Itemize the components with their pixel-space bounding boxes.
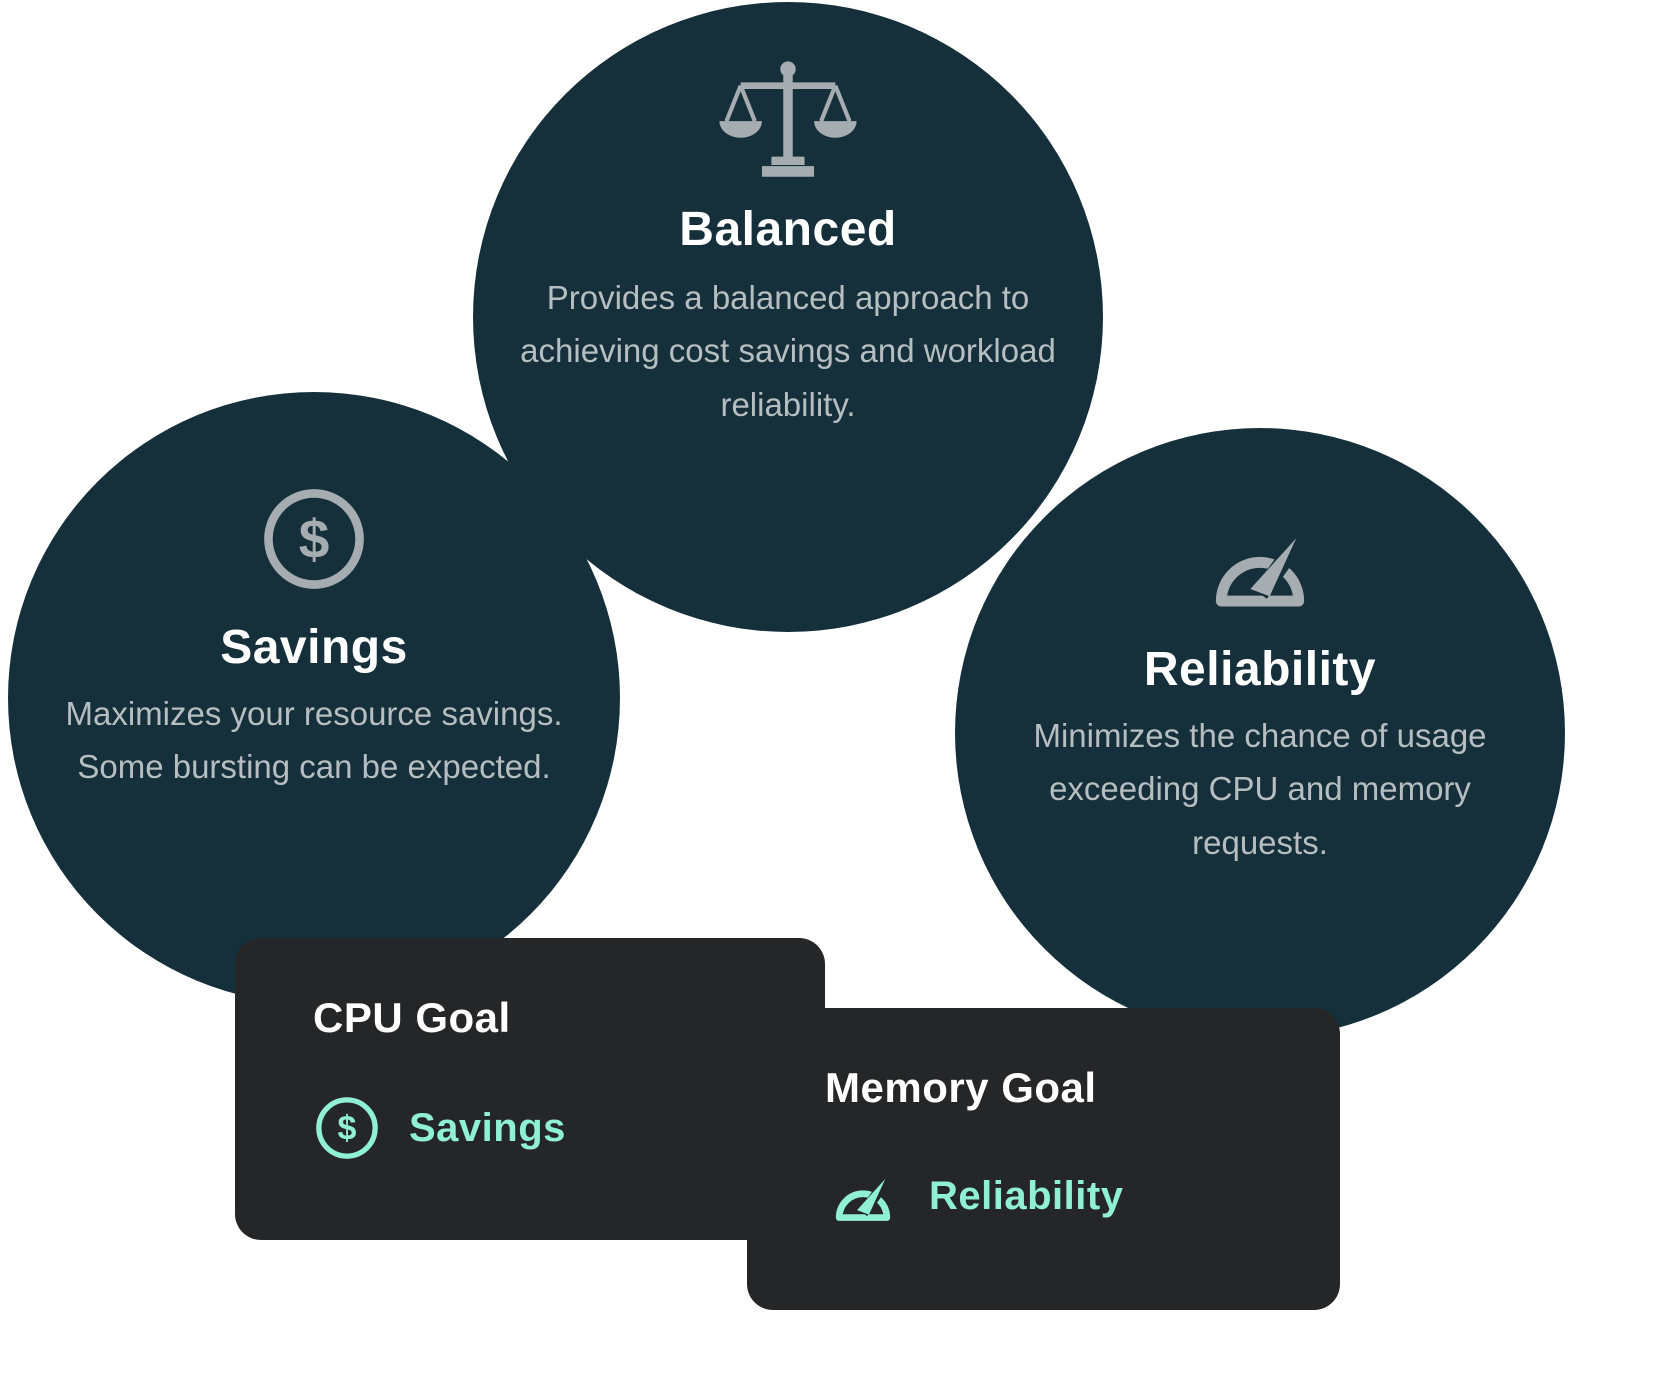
savings-title: Savings (220, 621, 408, 674)
memory-goal-title: Memory Goal (825, 1064, 1097, 1111)
reliability-title: Reliability (1143, 643, 1377, 696)
svg-text:$: $ (338, 1110, 357, 1148)
gauge-icon (825, 1164, 901, 1228)
dollar-icon: $ (259, 484, 369, 594)
balanced-title: Balanced (679, 203, 897, 256)
gauge-icon (1199, 514, 1321, 618)
memory-goal-value-row: Reliability (825, 1164, 1300, 1228)
cpu-goal-card: CPU Goal $ Savings (235, 938, 825, 1240)
memory-goal-card: Memory Goal Reliability (747, 1008, 1340, 1310)
scale-icon (717, 54, 859, 186)
savings-option-circle: $ Savings Maximizes your resource saving… (8, 392, 620, 1004)
balanced-description: Provides a balanced approach to achievin… (520, 279, 1056, 423)
cpu-goal-value: Savings (409, 1105, 566, 1150)
balanced-option-circle: Balanced Provides a balanced approach to… (473, 2, 1103, 632)
cpu-goal-value-row: $ Savings (313, 1094, 785, 1162)
memory-goal-value: Reliability (929, 1173, 1124, 1218)
reliability-description: Minimizes the chance of usage exceeding … (1033, 717, 1487, 861)
svg-text:$: $ (299, 508, 330, 570)
savings-description: Maximizes your resource savings. Some bu… (65, 695, 563, 786)
cpu-goal-title: CPU Goal (313, 994, 511, 1041)
reliability-option-circle: Reliability Minimizes the chance of usag… (955, 428, 1565, 1038)
dollar-icon: $ (313, 1094, 381, 1162)
